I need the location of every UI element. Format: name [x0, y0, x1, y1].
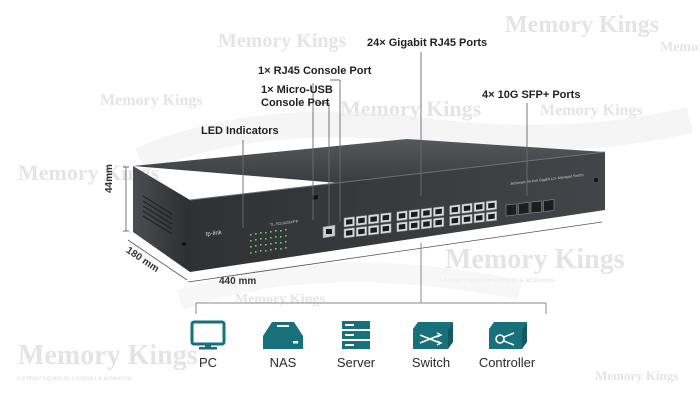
- callout-lines: [242, 52, 528, 228]
- rj45-port-opening: [346, 230, 353, 236]
- rj45-port-opening: [423, 221, 430, 227]
- rj45-port-opening: [476, 203, 483, 210]
- switch-side: [133, 166, 190, 272]
- dimension-height: 44mm: [104, 164, 115, 193]
- watermark: Memory Kings: [218, 30, 347, 52]
- watermark: Memory Kings: [505, 12, 659, 38]
- rj45-port-opening: [382, 225, 390, 232]
- server-icon: [342, 321, 370, 349]
- device-label-pc: PC: [198, 355, 218, 370]
- rj45-port-opening: [463, 205, 471, 212]
- nas-icon: [263, 322, 303, 349]
- callout-sfp-ports: 4× 10G SFP+ Ports: [482, 89, 581, 101]
- callout-micro-usb-console: 1× Micro-USB Console Port: [261, 84, 333, 110]
- rj45-port-opening: [346, 219, 353, 225]
- rj45-port-opening: [435, 219, 442, 226]
- callout-gigabit-ports: 24× Gigabit RJ45 Ports: [367, 37, 488, 49]
- rj45-port-opening: [423, 210, 430, 216]
- watermark: Memory Kings: [540, 102, 643, 119]
- sfp-port: [543, 199, 555, 212]
- switch-top: [133, 139, 605, 183]
- rj45-port-opening: [370, 227, 377, 233]
- device-label-nas: NAS: [269, 355, 297, 370]
- rj45-port-opening: [488, 213, 495, 220]
- rj45-port-opening: [358, 217, 365, 224]
- rj45-port-opening: [435, 208, 442, 215]
- connection-bracket: [195, 243, 547, 314]
- rj45-port-opening: [488, 202, 495, 209]
- watermark: Memory Kings: [595, 368, 679, 383]
- rj45-port-opening: [358, 228, 365, 235]
- rj45-port-opening: [463, 216, 471, 223]
- rj45-port-opening: [451, 206, 459, 213]
- controller-icon: [489, 322, 527, 349]
- switch-icon: [413, 322, 453, 349]
- brand-logo: tp-link: [206, 230, 224, 238]
- callout-micro-usb-line2: Console Port: [261, 97, 330, 109]
- rj45-port-opening: [476, 214, 483, 221]
- dimension-lines: [123, 166, 603, 283]
- rj45-port-opening: [370, 216, 377, 222]
- rj45-port-opening: [451, 217, 459, 224]
- led-indicators: [250, 229, 287, 254]
- rj45-port-opening: [411, 222, 418, 229]
- watermark: Memory Kings: [18, 340, 198, 371]
- rj45-port-opening: [411, 211, 418, 218]
- monitor-icon: [190, 320, 226, 350]
- rj45-port-opening: [382, 214, 390, 221]
- sfp-port: [518, 202, 530, 215]
- callout-micro-usb-line1: 1× Micro-USB: [261, 84, 333, 96]
- watermark: Memory Kings: [660, 40, 700, 55]
- rj45-port-opening: [398, 212, 406, 219]
- gigabit-port-array: [343, 200, 497, 239]
- device-label-controller: Controller: [478, 355, 536, 370]
- sfp-port: [530, 200, 542, 214]
- watermark-tagline: Lo Mejor Equipo de Cómputo & accesorios: [18, 376, 133, 382]
- callout-rj45-console: 1× RJ45 Console Port: [258, 65, 372, 77]
- rj45-port-opening: [398, 223, 406, 230]
- watermark: Memory Kings: [445, 244, 625, 275]
- sfp-port-array: [505, 199, 555, 217]
- callout-led-indicators: LED Indicators: [201, 125, 279, 137]
- micro-usb-console-port: [312, 194, 318, 200]
- watermark: Memory Kings: [100, 92, 203, 109]
- sfp-port: [505, 203, 517, 217]
- device-label-server: Server: [336, 355, 376, 370]
- model-label: TL-SG3428XPP: [270, 218, 299, 226]
- dimension-width: 440 mm: [219, 276, 257, 287]
- device-label-switch: Switch: [411, 355, 451, 370]
